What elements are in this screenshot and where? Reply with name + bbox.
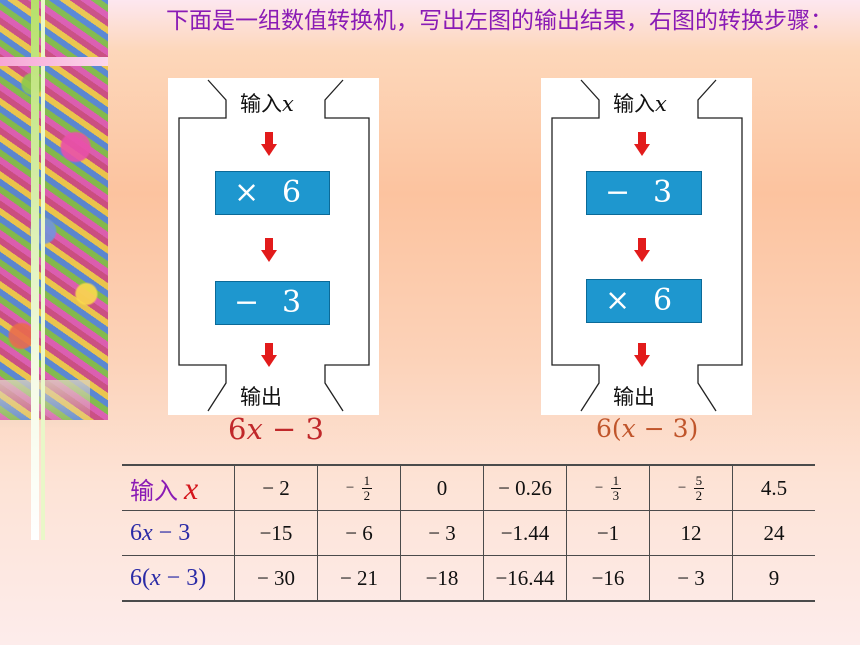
machine-input-label: 输入x (240, 92, 294, 116)
table-row-6-x-minus-3: 6(x − 3) − 30 − 21 −18 −16.44 −16 − 3 9 (122, 555, 815, 602)
table-cell: − 30 (234, 555, 318, 602)
decorative-strip-fade (0, 380, 90, 430)
arrow-down-icon (634, 343, 650, 367)
table-row-6x-minus-3: 6x − 3 −15 − 6 − 3 −1.44 −1 12 24 (122, 510, 815, 556)
table-cell: − 3 (649, 555, 733, 602)
arrow-down-icon (634, 238, 650, 262)
arrow-down-icon (634, 132, 650, 156)
table-cell: 9 (732, 555, 815, 602)
multiply-six-box: ×6 (215, 171, 330, 215)
table-cell: 12 (649, 510, 733, 556)
right-output-formula: 6(x − 3) (596, 414, 699, 443)
table-cell: − 6 (317, 510, 401, 556)
table-cell: 4.5 (732, 464, 815, 511)
subtract-three-box: −3 (215, 281, 330, 325)
machine-output-label: 输出 (613, 385, 655, 409)
table-cell: 24 (732, 510, 815, 556)
arrow-down-icon (261, 238, 277, 262)
subtract-three-box: −3 (586, 171, 702, 215)
machine-output-label: 输出 (240, 385, 282, 409)
table-cell: −1.44 (483, 510, 567, 556)
right-conversion-machine: 输入x −3 ×6 输出 (541, 78, 752, 415)
table-cell: −18 (400, 555, 484, 602)
machine-input-label: 输入x (613, 92, 667, 116)
decorative-vertical-bar (31, 0, 39, 540)
table-cell: − 3 (400, 510, 484, 556)
table-cell: −1 (566, 510, 650, 556)
table-cell: − 2 (234, 464, 318, 511)
arrow-down-icon (261, 343, 277, 367)
row-header-6-paren-x-minus-3: 6(x − 3) (122, 555, 235, 602)
arrow-down-icon (261, 132, 277, 156)
table-cell: −15 (234, 510, 318, 556)
table-cell: −16 (566, 555, 650, 602)
decorative-vertical-bar-thin (41, 0, 45, 540)
left-conversion-machine: 输入x ×6 −3 输出 (168, 78, 379, 415)
left-output-formula: 6x − 3 (228, 412, 324, 446)
decorative-floral-strip (0, 0, 108, 420)
table-cell: 0 (400, 464, 484, 511)
decorative-horizontal-bar (0, 57, 108, 66)
machine-frame (551, 79, 743, 412)
multiply-six-box: ×6 (586, 279, 702, 323)
instruction-text: 下面是一组数值转换机，写出左图的输出结果，右图的转换步骤： (166, 8, 833, 34)
machine-frame (178, 79, 370, 412)
table-cell: − 21 (317, 555, 401, 602)
table-cell: − 0.26 (483, 464, 567, 511)
row-header-6x-minus-3: 6x − 3 (122, 510, 235, 556)
table-cell: −16.44 (483, 555, 567, 602)
row-header-input: 输入 x (122, 464, 235, 511)
